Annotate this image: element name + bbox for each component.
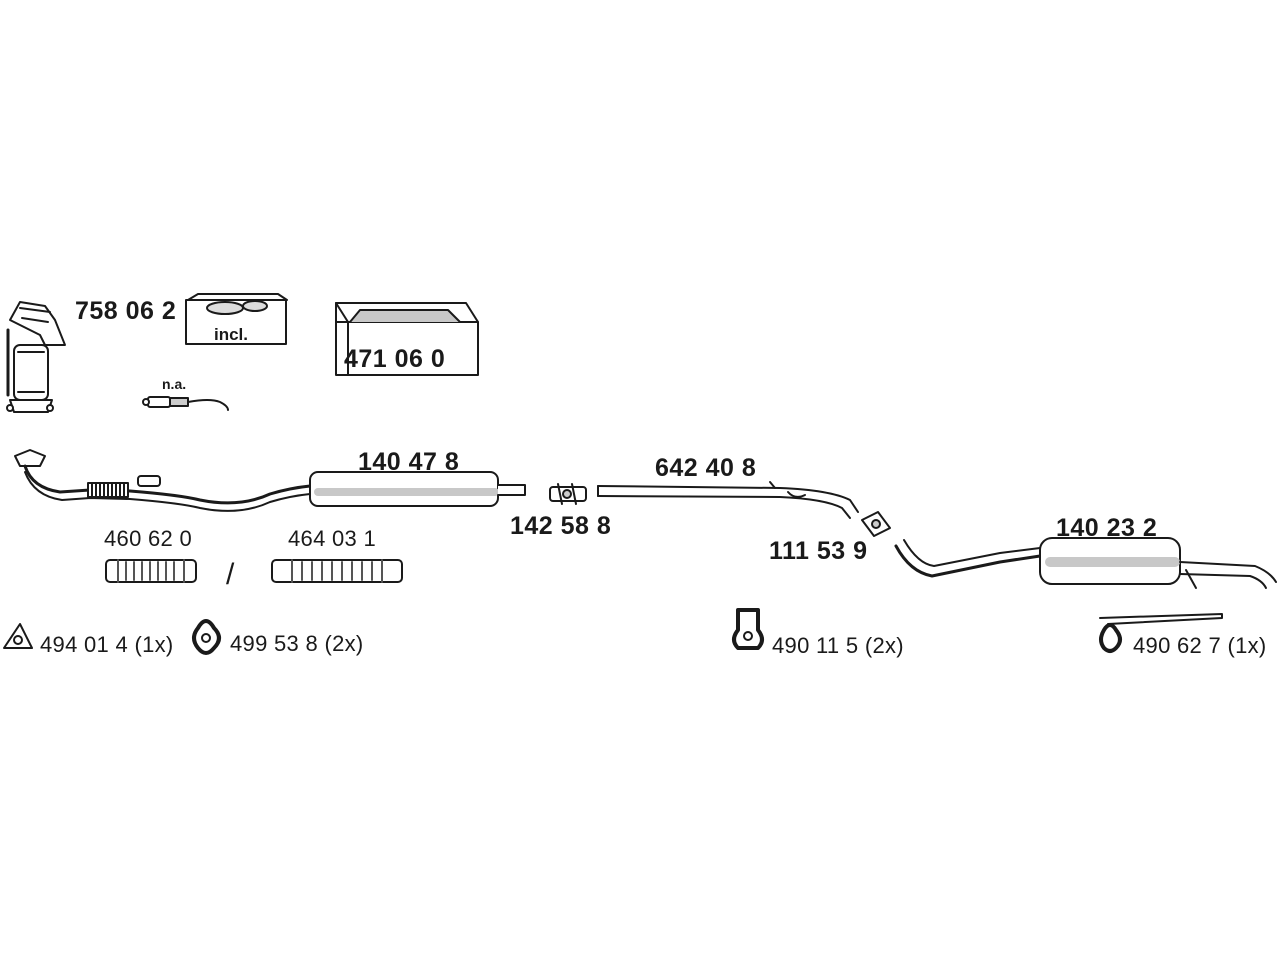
rear-hanger-label: 490 62 7 (1x): [1133, 633, 1267, 658]
clamp-142588-illustration: [549, 483, 587, 505]
front-muffler-label: 140 47 8: [358, 448, 460, 476]
rubber-mount-2-label: 490 11 5 (2x): [772, 633, 904, 658]
included-parts-box: [185, 293, 288, 345]
clamp-1-label: 142 58 8: [510, 512, 612, 540]
clamp-2-label: 111 53 9: [769, 537, 868, 565]
flex-pipe-b-label: 464 03 1: [288, 526, 377, 551]
flex-pipe-a-label: 460 62 0: [104, 526, 193, 551]
gasket-illustration: [3, 623, 33, 649]
rubber-mount-1-illustration: [192, 619, 221, 655]
catalyst-label: 758 06 2: [75, 297, 177, 325]
middle-pipe-illustration: [597, 481, 859, 519]
flex-pipe-a-illustration: [105, 559, 197, 583]
flex-pipe-b-illustration: [271, 559, 403, 583]
oxygen-sensor-illustration: [142, 396, 229, 411]
oxygen-sensor-na-label: n.a.: [162, 376, 187, 392]
rear-muffler-label: 140 23 2: [1056, 514, 1158, 542]
mounting-kit-label: 471 06 0: [344, 345, 446, 373]
catalytic-converter-illustration: [6, 301, 66, 413]
gasket-label: 494 01 4 (1x): [40, 632, 174, 657]
rubber-mount-1-label: 499 53 8 (2x): [230, 631, 364, 656]
mounting-kit-box: [335, 302, 479, 376]
rear-hanger-illustration: [1099, 613, 1223, 653]
rear-muffler-illustration: [894, 537, 1277, 589]
flex-pipe-separator: /: [226, 558, 235, 591]
front-pipe-illustration: [14, 449, 526, 512]
catalyst-incl-label: incl.: [214, 325, 249, 344]
rubber-mount-2-illustration: [732, 608, 764, 650]
middle-pipe-label: 642 40 8: [655, 454, 757, 482]
clamp-111539-illustration: [861, 511, 891, 537]
